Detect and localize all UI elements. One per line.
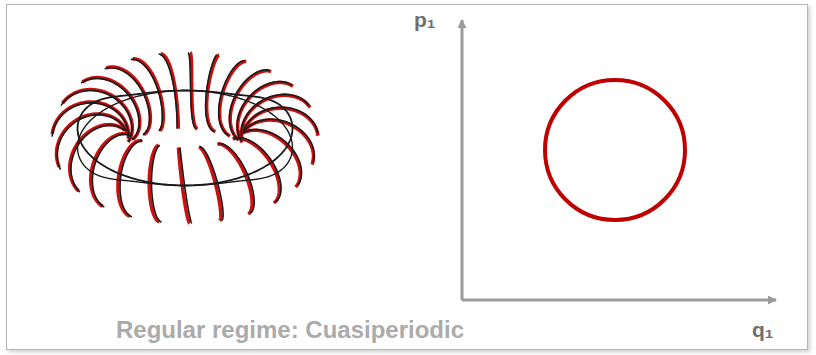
axis-label: q₁ xyxy=(752,318,774,342)
torus-outline xyxy=(78,91,293,186)
axis-label: p₁ xyxy=(414,8,436,32)
red-winding xyxy=(52,53,318,224)
p-axis xyxy=(461,20,464,300)
caption: Regular regime: Cuasiperiodic xyxy=(113,316,467,344)
q-axis xyxy=(462,299,776,302)
torus-figure xyxy=(52,53,318,224)
black-winding xyxy=(52,53,318,224)
torus-outline xyxy=(78,91,293,186)
orbit-circle xyxy=(545,80,685,220)
